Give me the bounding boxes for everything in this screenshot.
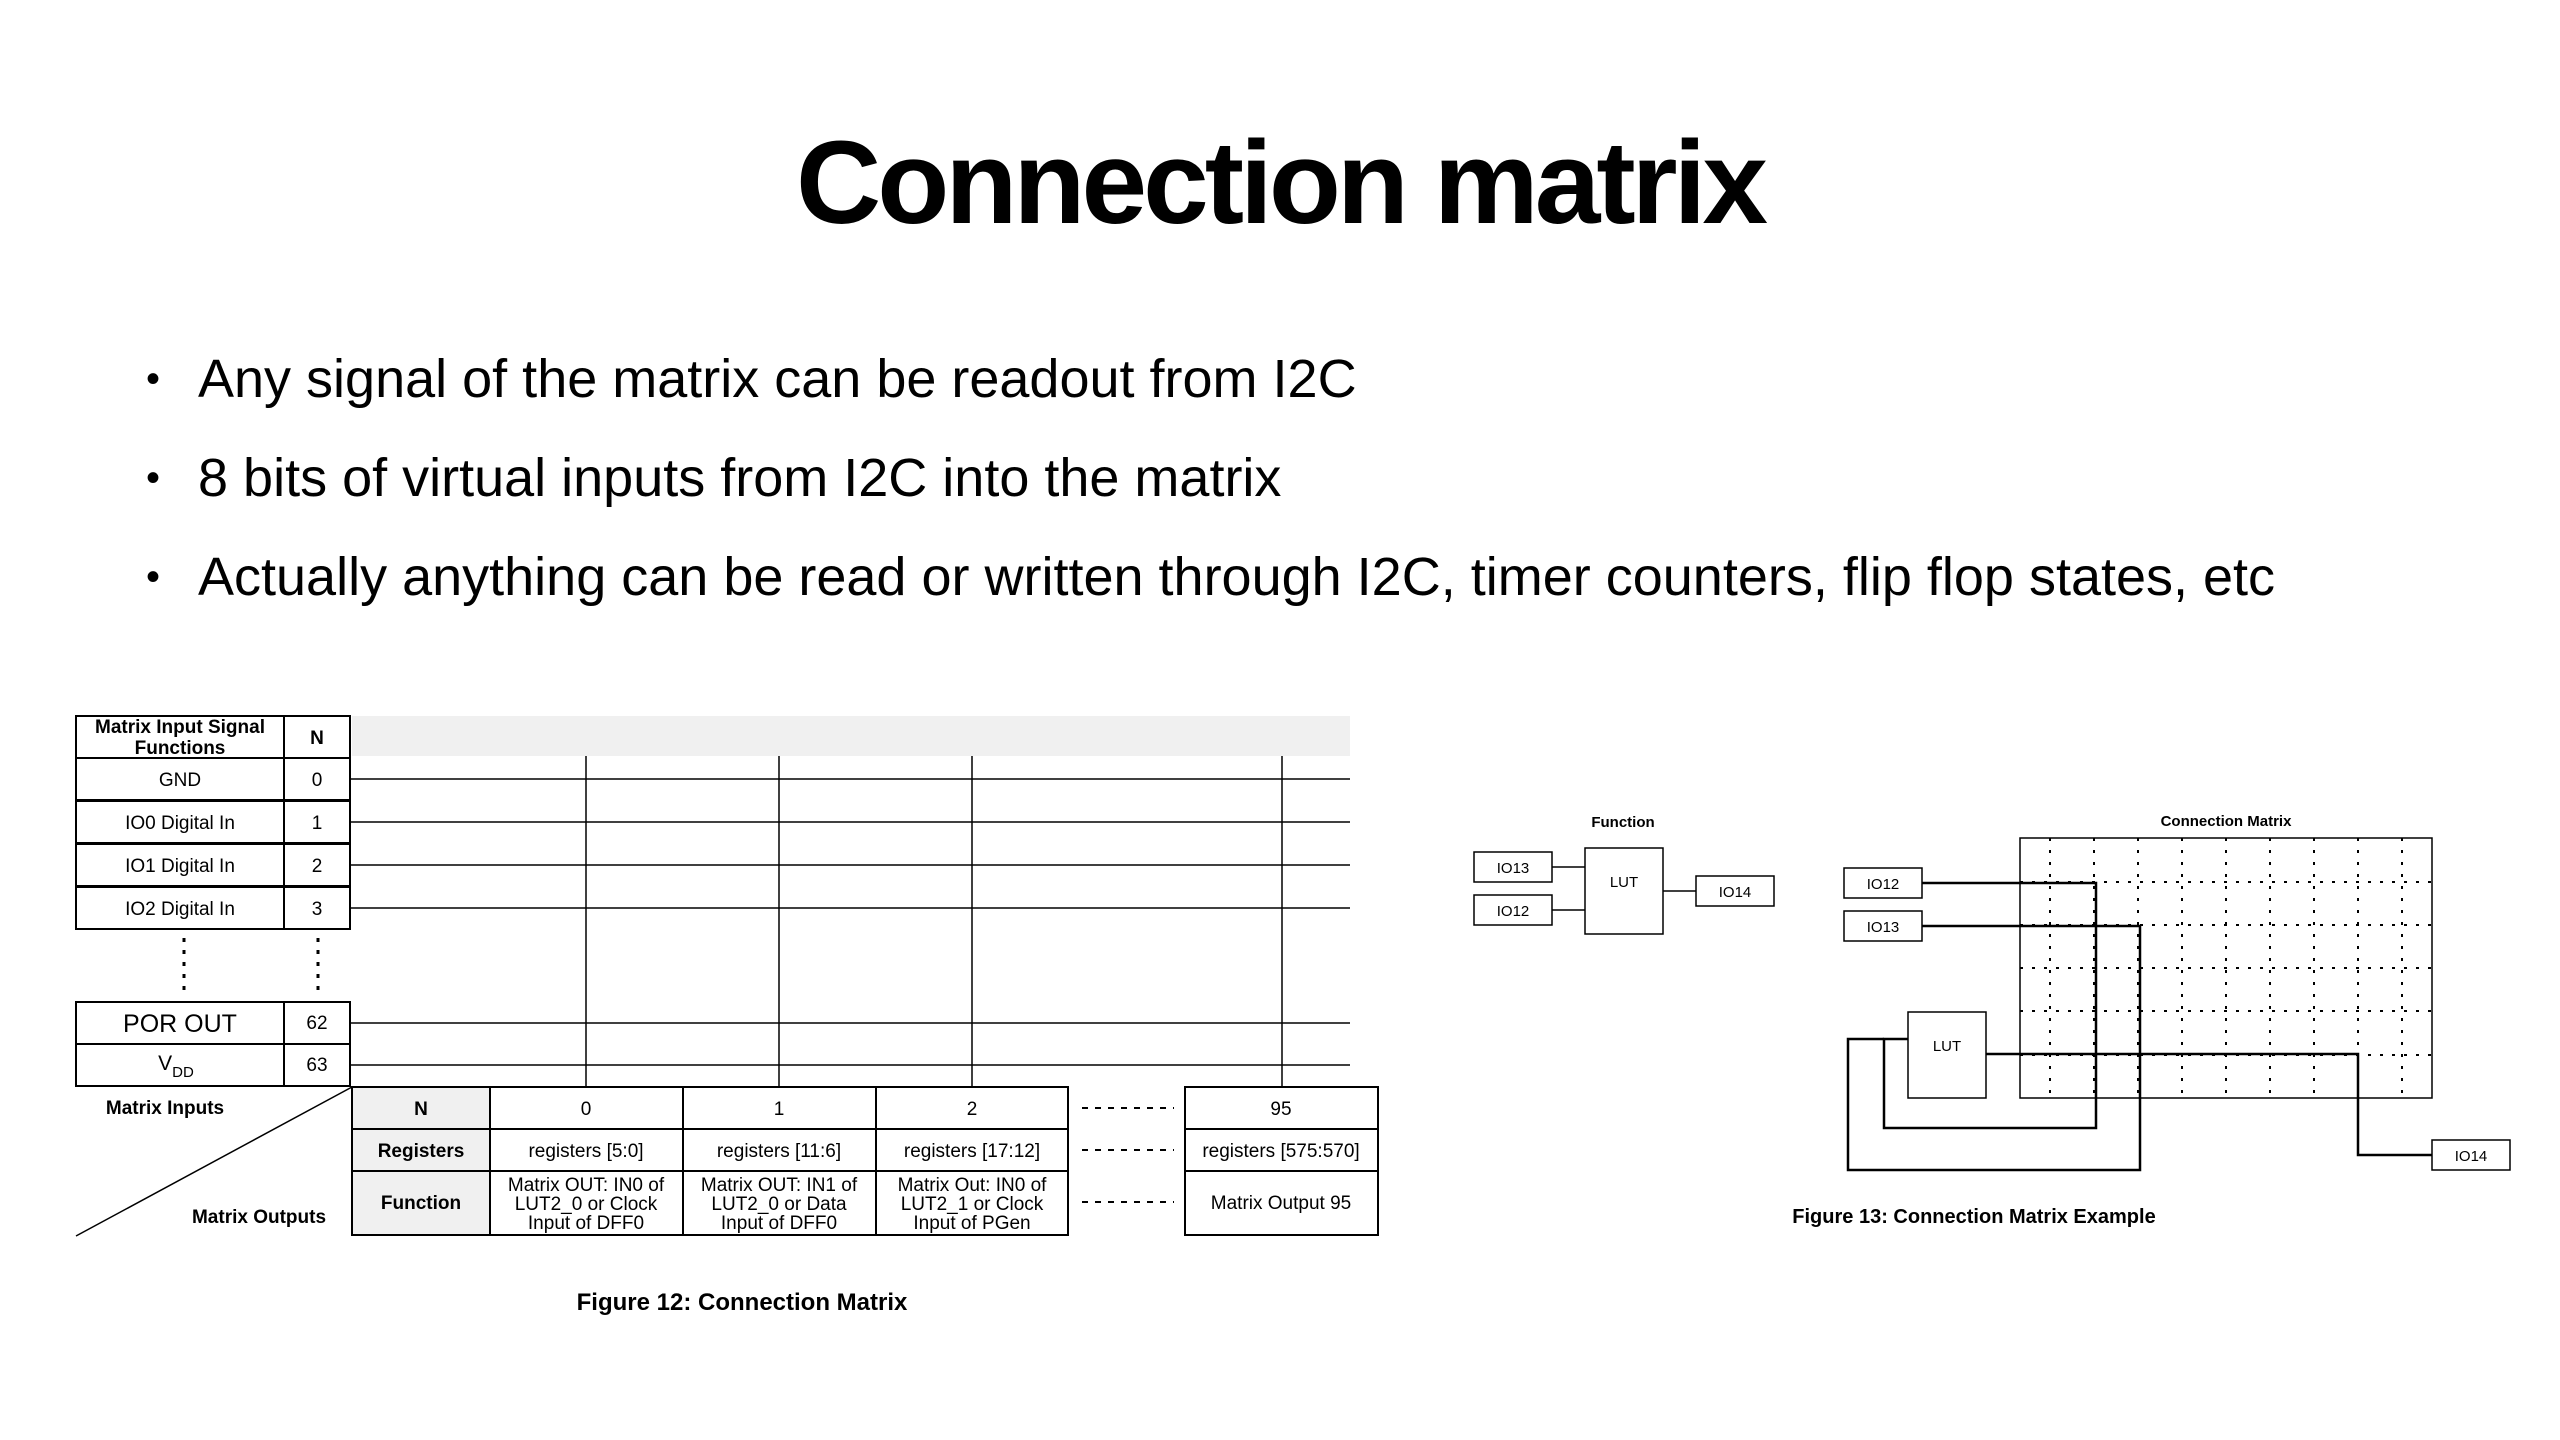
matrix-inputs-label: Matrix Inputs <box>106 1098 224 1119</box>
figure-12-caption: Figure 12: Connection Matrix <box>577 1289 908 1316</box>
slide-title: Connection matrix <box>796 117 1768 249</box>
output-col-n: 1 <box>774 1099 785 1120</box>
output-col-registers: registers [11:6] <box>717 1141 841 1162</box>
bullet-dot-icon: • <box>146 357 161 401</box>
output-row-header: N <box>414 1099 428 1120</box>
input-header-name-line1: Matrix Input Signal <box>95 717 265 738</box>
io-label: IO13 <box>1497 860 1530 877</box>
input-row-name: IO0 Digital In <box>125 813 235 834</box>
input-row-name: IO1 Digital In <box>125 856 235 877</box>
figure-13-caption: Figure 13: Connection Matrix Example <box>1792 1206 2155 1228</box>
output-col-function-line: Matrix OUT: IN0 of <box>508 1175 665 1196</box>
bullet-dot-icon: • <box>146 456 161 500</box>
output-col-function-line: Input of DFF0 <box>721 1213 837 1234</box>
input-row-n: 1 <box>312 813 323 834</box>
matrix-input-lines <box>350 778 1350 1066</box>
input-row-n: 3 <box>312 899 323 920</box>
input-header-name-line2: Functions <box>135 738 226 759</box>
output-col-function-line: Matrix Out: IN0 of <box>898 1175 1048 1196</box>
matrix-output-lines <box>585 756 1283 1087</box>
output-col-registers: registers [575:570] <box>1202 1141 1359 1162</box>
figure-13-matrix-text: Connection Matrix IO12 IO13 LUT IO14 Fig… <box>1792 813 2487 1228</box>
lut-label: LUT <box>1933 1038 1961 1055</box>
figure-13-connection-matrix <box>1843 837 2511 1172</box>
output-col-function-line: Matrix Output 95 <box>1211 1193 1351 1214</box>
output-col-n: 0 <box>581 1099 592 1120</box>
output-row-header: Function <box>381 1193 461 1214</box>
io-label: IO12 <box>1497 903 1530 920</box>
lut-block <box>1584 847 1664 935</box>
output-col-function-line: LUT2_1 or Clock <box>901 1194 1044 1215</box>
bullet-item: • Any signal of the matrix can be readout… <box>142 330 2275 429</box>
figure-13-function <box>1473 847 1775 935</box>
vdd-subscript: DD <box>172 1064 194 1081</box>
bullet-list: • Any signal of the matrix can be readout… <box>142 330 2275 627</box>
io-label: IO12 <box>1867 876 1900 893</box>
figure-12-text: Matrix Input Signal Functions N GND 0 IO… <box>95 717 1360 1316</box>
input-row-name: IO2 Digital In <box>125 899 235 920</box>
figure-13-function-text: Function IO13 IO12 LUT IO14 <box>1497 814 1752 920</box>
output-col-n: 95 <box>1270 1099 1291 1120</box>
bullet-text: Actually anything can be read or written… <box>198 547 2276 607</box>
lut-label: LUT <box>1610 874 1638 891</box>
io-label: IO14 <box>1719 884 1752 901</box>
corner-diagonal <box>75 1086 353 1237</box>
connection-matrix-label: Connection Matrix <box>2161 813 2292 830</box>
output-col-function-line: Input of DFF0 <box>528 1213 644 1234</box>
vdd-main: V <box>158 1052 172 1075</box>
bullet-dot-icon: • <box>146 555 161 599</box>
input-row-n: 62 <box>306 1013 327 1034</box>
bullet-item: • 8 bits of virtual inputs from I2C into … <box>142 429 2275 528</box>
lut-block <box>1907 1011 1987 1099</box>
input-row-n: 0 <box>312 770 323 791</box>
output-col-registers: registers [17:12] <box>904 1141 1040 1162</box>
function-label: Function <box>1591 814 1654 831</box>
output-col-function-line: LUT2_0 or Clock <box>515 1194 658 1215</box>
io-label: IO14 <box>2455 1148 2488 1165</box>
input-row-name-vdd: VDD <box>158 1052 194 1081</box>
output-col-function-line: Input of PGen <box>913 1213 1030 1234</box>
output-col-registers: registers [5:0] <box>528 1141 643 1162</box>
input-header-n: N <box>310 728 324 749</box>
io-label: IO13 <box>1867 919 1900 936</box>
figure-12-connection-matrix <box>75 715 1379 1237</box>
output-table <box>351 1086 1379 1236</box>
input-row-name: GND <box>159 770 201 791</box>
input-row-n: 2 <box>312 856 323 877</box>
bullet-item: • Actually anything can be read or writte… <box>142 528 2275 627</box>
input-row-n: 63 <box>306 1055 327 1076</box>
matrix-grid-dots <box>2020 838 2432 1098</box>
input-row-name: POR OUT <box>123 1010 237 1038</box>
matrix-outputs-label: Matrix Outputs <box>192 1207 326 1228</box>
output-row-header: Registers <box>378 1141 465 1162</box>
matrix-header-band <box>352 716 1350 756</box>
output-col-n: 2 <box>967 1099 978 1120</box>
routing-wires <box>1846 881 2432 1172</box>
output-col-function-line: Matrix OUT: IN1 of <box>701 1175 858 1196</box>
bullet-text: Any signal of the matrix can be readout … <box>198 349 1357 409</box>
output-col-function-line: LUT2_0 or Data <box>711 1194 847 1215</box>
bullet-text: 8 bits of virtual inputs from I2C into t… <box>198 448 1282 508</box>
